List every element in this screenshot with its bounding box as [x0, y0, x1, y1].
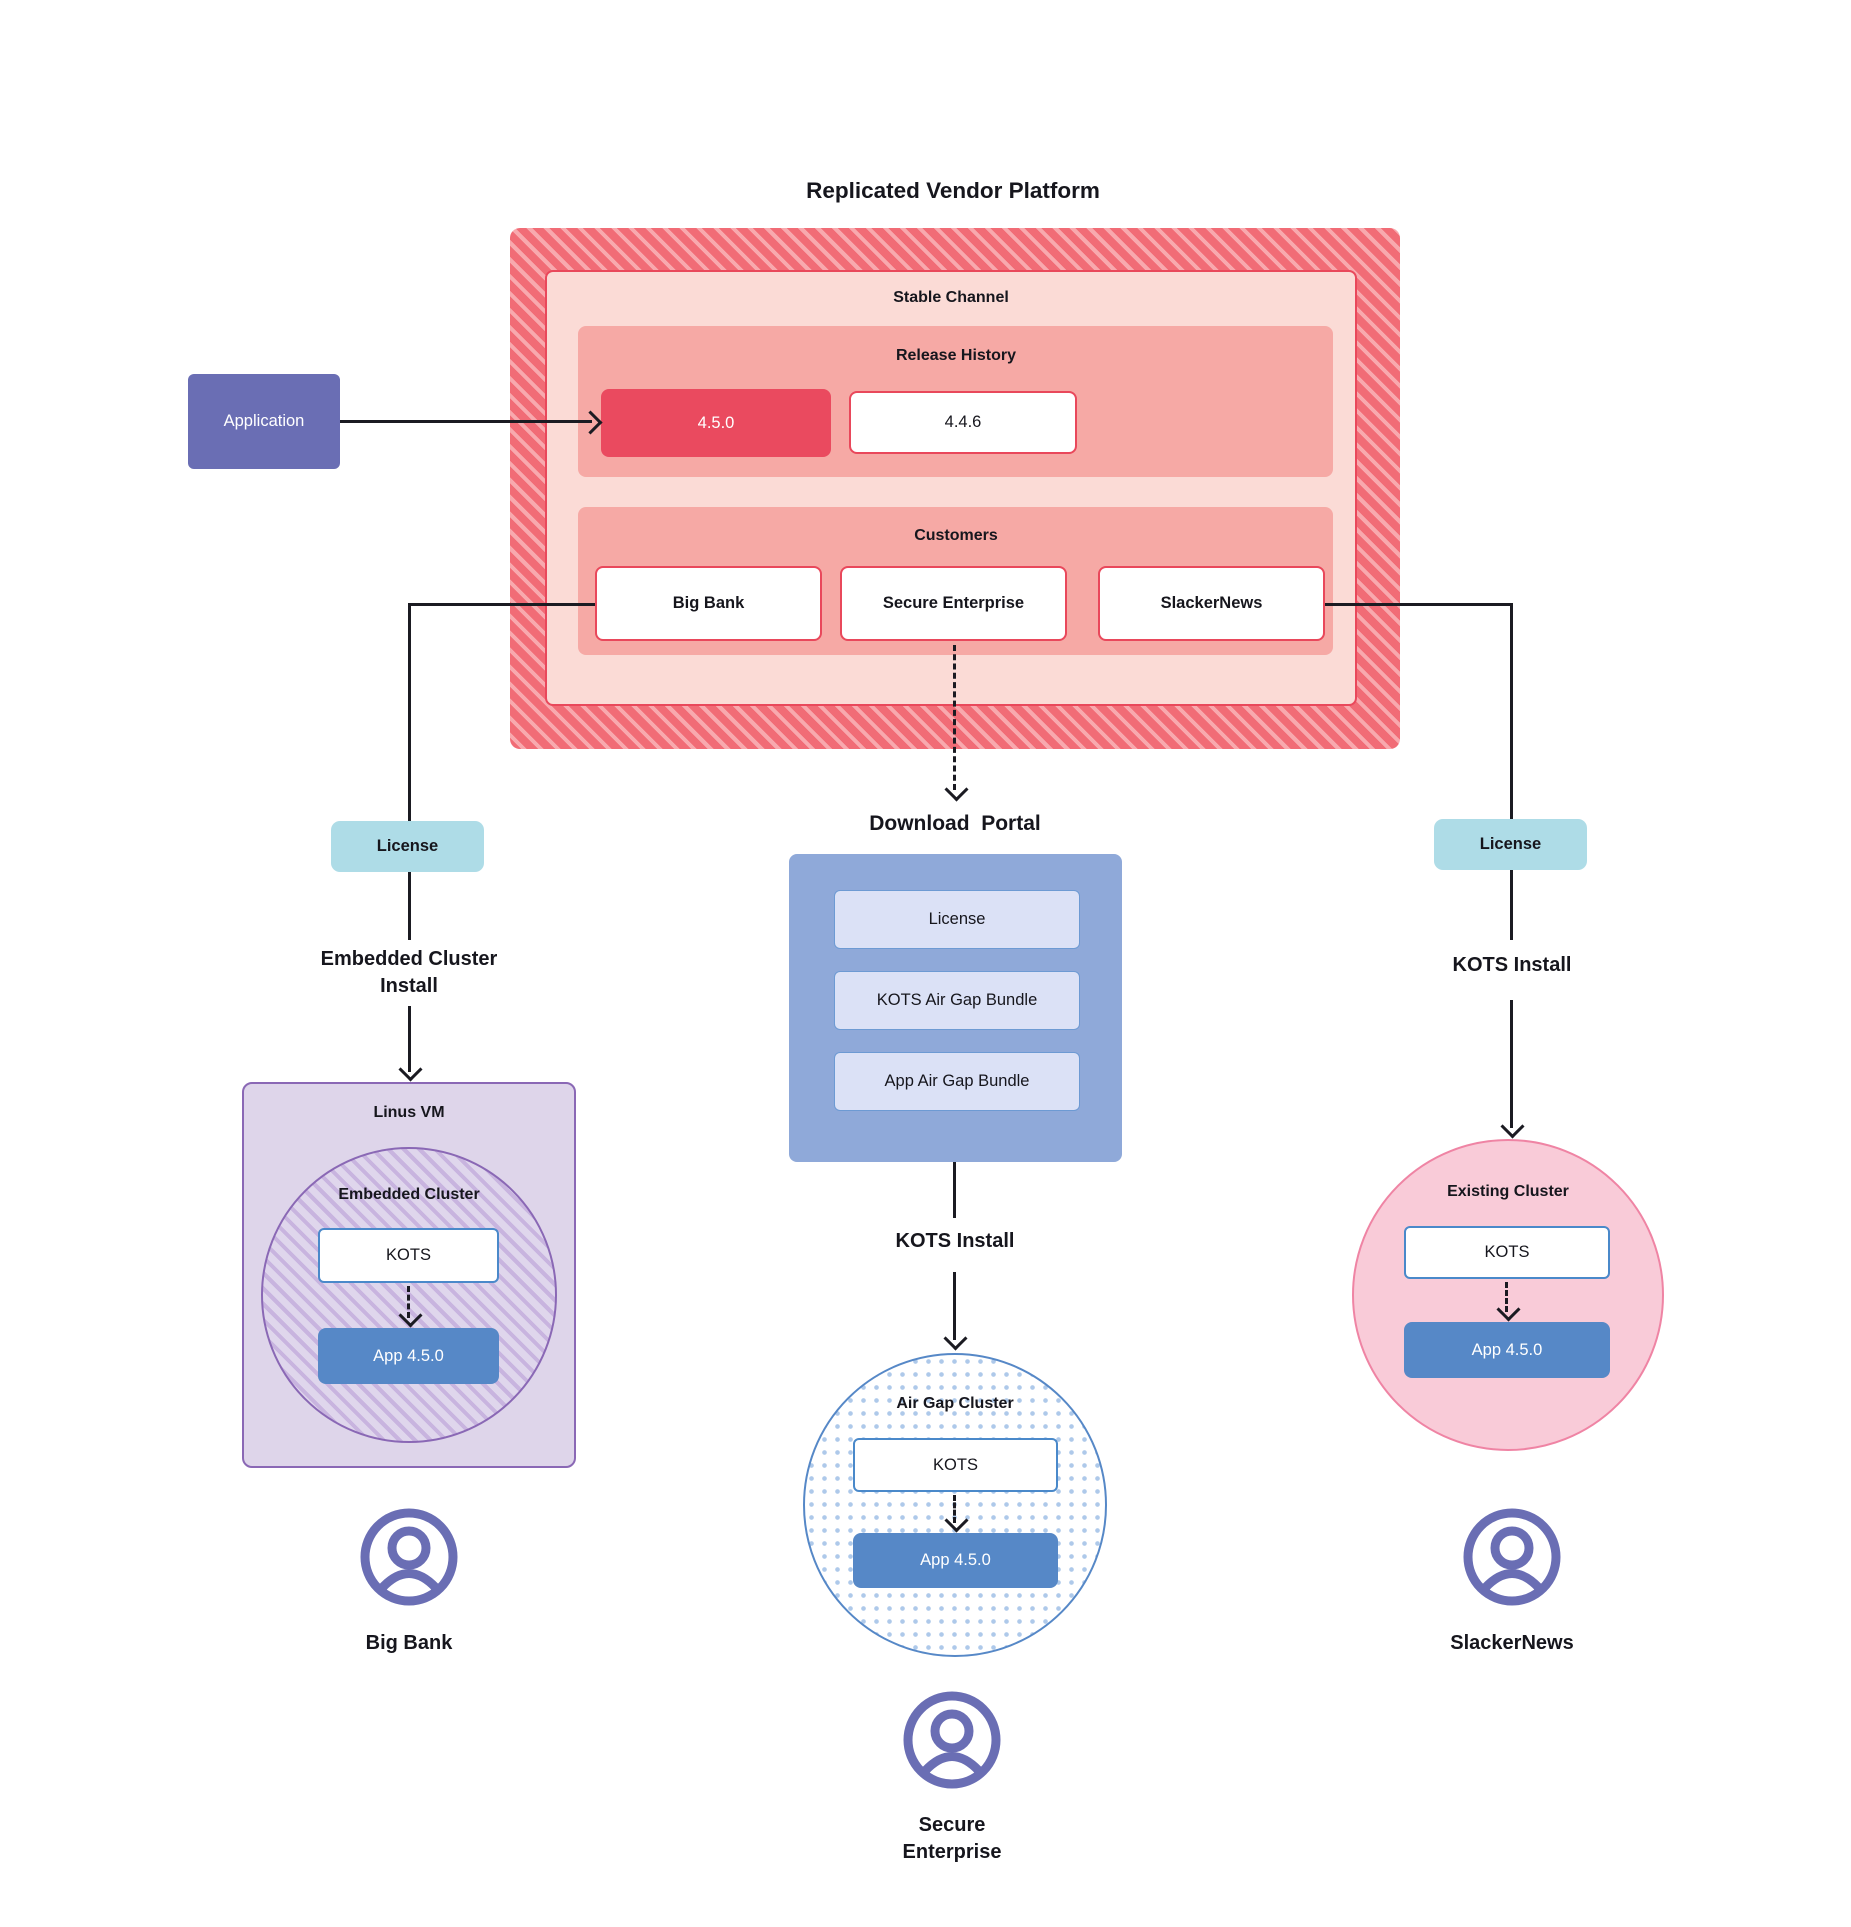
existing-cluster-circle — [1352, 1139, 1664, 1451]
customer-slackernews[interactable]: SlackerNews — [1098, 566, 1325, 641]
app-box-middle[interactable]: App 4.5.0 — [853, 1533, 1058, 1588]
arrowhead-install-left — [398, 1057, 423, 1082]
connector-kots-app-right — [1505, 1282, 1508, 1312]
embedded-cluster-label: Embedded Cluster — [338, 1186, 480, 1203]
release-history-label: Release History — [895, 347, 1017, 364]
connector-slackernews-horizontal — [1325, 603, 1513, 606]
page-title: Replicated Vendor Platform — [806, 178, 1100, 203]
portal-item-kots-airgap-bundle[interactable]: KOTS Air Gap Bundle — [834, 971, 1080, 1030]
connector-secure-enterprise-portal — [953, 645, 956, 790]
kots-box-right[interactable]: KOTS — [1404, 1226, 1610, 1279]
customer-secure-enterprise[interactable]: Secure Enterprise — [840, 566, 1067, 641]
release-version-current[interactable]: 4.5.0 — [601, 389, 831, 457]
connector-kots-app-left — [407, 1286, 410, 1318]
release-version-previous[interactable]: 4.4.6 — [849, 391, 1077, 454]
connector-bigbank-vertical — [408, 603, 411, 821]
connector-application-to-release — [340, 420, 592, 423]
secure-enterprise-user-label: Secure Enterprise — [902, 1814, 1002, 1863]
download-portal-title: Download Portal — [869, 812, 1041, 835]
kots-install-label-right: KOTS Install — [1452, 954, 1572, 976]
big-bank-user-label: Big Bank — [365, 1632, 453, 1654]
connector-bigbank-horizontal — [408, 603, 595, 606]
connector-license-left — [408, 872, 411, 940]
linus-vm-label: Linus VM — [373, 1104, 445, 1121]
app-box-right[interactable]: App 4.5.0 — [1404, 1322, 1610, 1378]
application-box[interactable]: Application — [188, 374, 340, 469]
arrowhead-portal — [944, 777, 969, 802]
arrowhead-install-middle — [943, 1326, 968, 1351]
existing-cluster-label: Existing Cluster — [1447, 1183, 1569, 1200]
stable-channel-label: Stable Channel — [893, 289, 1009, 306]
arrowhead-install-right — [1500, 1114, 1525, 1139]
portal-item-license[interactable]: License — [834, 890, 1080, 949]
portal-item-app-airgap-bundle[interactable]: App Air Gap Bundle — [834, 1052, 1080, 1111]
connector-license-right — [1510, 870, 1513, 940]
connector-install-middle — [953, 1272, 956, 1340]
connector-kots-app-middle — [953, 1495, 956, 1523]
connector-install-left — [408, 1006, 411, 1072]
big-bank-user-icon — [360, 1508, 458, 1606]
connector-portal-install — [953, 1162, 956, 1218]
kots-install-label-middle: KOTS Install — [895, 1230, 1015, 1252]
slackernews-user-label: SlackerNews — [1450, 1632, 1574, 1654]
slackernews-user-icon — [1463, 1508, 1561, 1606]
connector-install-right — [1510, 1000, 1513, 1128]
connector-slackernews-vertical — [1510, 603, 1513, 819]
secure-enterprise-user-icon — [903, 1691, 1001, 1789]
embedded-cluster-install-label: Embedded Cluster Install — [320, 948, 498, 997]
customer-big-bank[interactable]: Big Bank — [595, 566, 822, 641]
air-gap-cluster-label: Air Gap Cluster — [896, 1395, 1014, 1412]
license-badge-left: License — [331, 821, 484, 872]
app-box-left[interactable]: App 4.5.0 — [318, 1328, 499, 1384]
kots-box-left[interactable]: KOTS — [318, 1228, 499, 1283]
license-badge-right: License — [1434, 819, 1587, 870]
kots-box-middle[interactable]: KOTS — [853, 1438, 1058, 1492]
customers-label: Customers — [914, 527, 998, 544]
